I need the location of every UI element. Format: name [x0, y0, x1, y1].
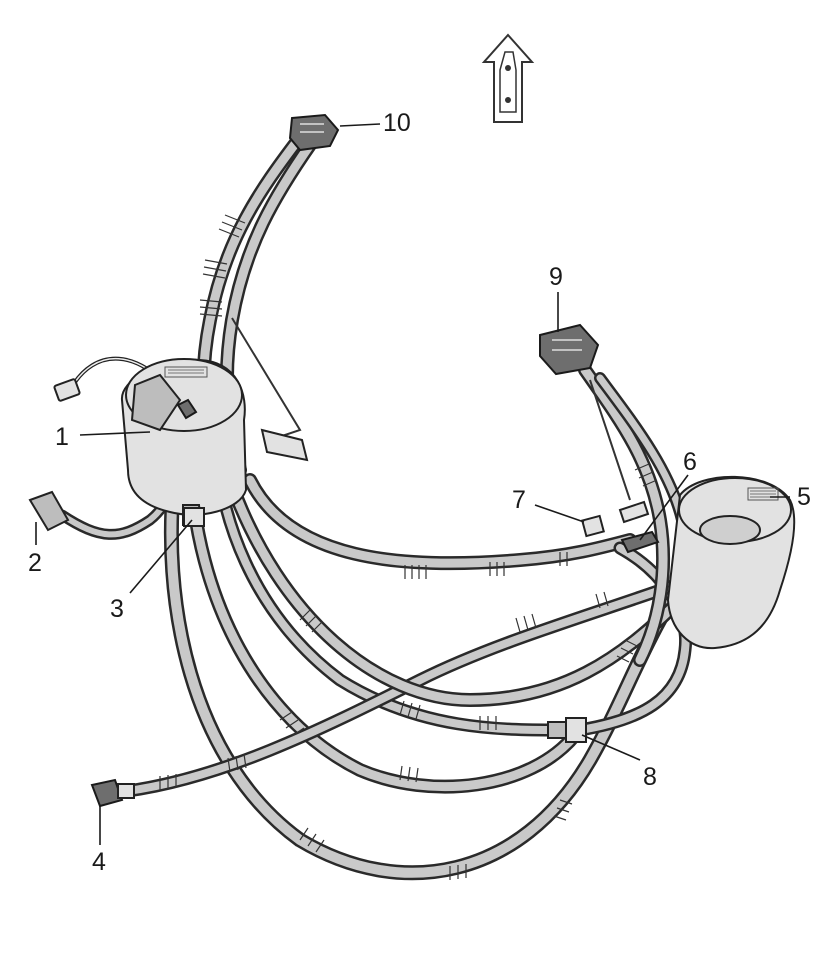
hose-sleeve-bands — [159, 214, 658, 880]
callout-3: 3 — [110, 595, 124, 623]
connector-small — [53, 378, 81, 402]
connector-10 — [288, 113, 340, 152]
callout-labels: 1 2 3 4 5 6 7 8 9 10 — [28, 109, 811, 876]
callout-4: 4 — [92, 848, 106, 876]
fitting-4 — [90, 778, 135, 808]
fitting-2 — [28, 490, 70, 532]
fitting-7 — [581, 514, 605, 538]
level-sender-left — [120, 358, 248, 526]
callout-9: 9 — [549, 263, 563, 291]
callout-5: 5 — [797, 483, 811, 511]
callout-2: 2 — [28, 549, 42, 577]
vehicle-forward-arrow-icon — [481, 33, 535, 123]
bracket — [260, 428, 650, 524]
level-sender-right — [666, 475, 796, 650]
fitting-6 — [620, 530, 660, 554]
junction-8 — [547, 717, 587, 743]
callout-7: 7 — [512, 486, 526, 514]
connector-9 — [539, 323, 600, 376]
callout-leaders — [35, 123, 790, 845]
callout-6: 6 — [683, 448, 697, 476]
callout-1: 1 — [55, 423, 69, 451]
callout-10: 10 — [383, 109, 411, 137]
clip-3 — [183, 507, 205, 527]
callout-8: 8 — [643, 763, 657, 791]
